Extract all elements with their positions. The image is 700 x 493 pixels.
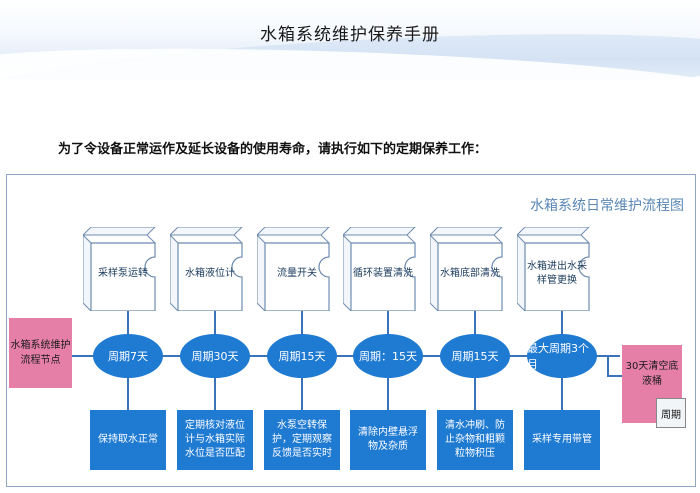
header-band (0, 0, 700, 80)
component-block: 流量开关 (257, 227, 343, 311)
period-node: 周期15天 (267, 334, 337, 378)
task-box: 保持取水正常 (90, 410, 166, 470)
task-box: 清除内壁悬浮物及杂质 (350, 410, 426, 470)
page-title: 水箱系统维护保养手册 (260, 25, 440, 45)
end-sub-node: 周期 (656, 398, 686, 428)
intro-text: 为了令设备正常运作及延长设备的使用寿命，请执行如下的定期保养工作： (58, 142, 488, 157)
connector-stem (561, 378, 563, 410)
connector-stem (214, 378, 216, 410)
connector-stem (127, 378, 129, 410)
period-node: 周期7天 (93, 334, 163, 378)
end-connector (607, 375, 622, 377)
connector-stem (387, 378, 389, 410)
period-node: 最大周期3个月 (527, 334, 597, 378)
connector-stem (387, 311, 389, 335)
component-block: 水箱底部清洗 (430, 227, 516, 311)
component-block: 水箱液位计 (170, 227, 256, 311)
period-node: 周期15天 (440, 334, 510, 378)
task-box: 清水冲刷、防止杂物和粗颗粒物积压 (437, 410, 513, 470)
period-node: 周期30天 (180, 334, 250, 378)
component-label: 水箱液位计 (185, 268, 235, 279)
component-label: 循环装置清洗 (353, 268, 413, 279)
connector-stem (474, 378, 476, 410)
connector-stem (301, 378, 303, 410)
connector-stem (474, 311, 476, 335)
period-node: 周期：15天 (353, 334, 423, 378)
task-box: 水泵空转保护，定期观察反馈是否实时 (264, 410, 340, 470)
component-label: 采样泵运转 (98, 268, 148, 279)
component-block: 采样泵运转 (83, 227, 169, 311)
connector-stem (214, 311, 216, 335)
diagram-title: 水箱系统日常维护流程图 (530, 198, 684, 214)
component-block: 水箱进出水采样管更换 (517, 227, 603, 311)
component-label: 水箱底部清洗 (440, 268, 500, 279)
component-block: 循环装置清洗 (343, 227, 429, 311)
component-label: 水箱进出水采样管更换 (527, 261, 587, 286)
connector-stem (127, 311, 129, 335)
task-box: 采样专用带管 (524, 410, 600, 470)
end-connector (607, 355, 609, 377)
connector-stem (561, 311, 563, 335)
start-node: 水箱系统维护流程节点 (9, 318, 72, 388)
timeline-line (72, 355, 620, 357)
component-label: 流量开关 (277, 268, 317, 279)
task-box: 定期核对液位计与水箱实际水位是否匹配 (177, 410, 253, 470)
connector-stem (301, 311, 303, 335)
